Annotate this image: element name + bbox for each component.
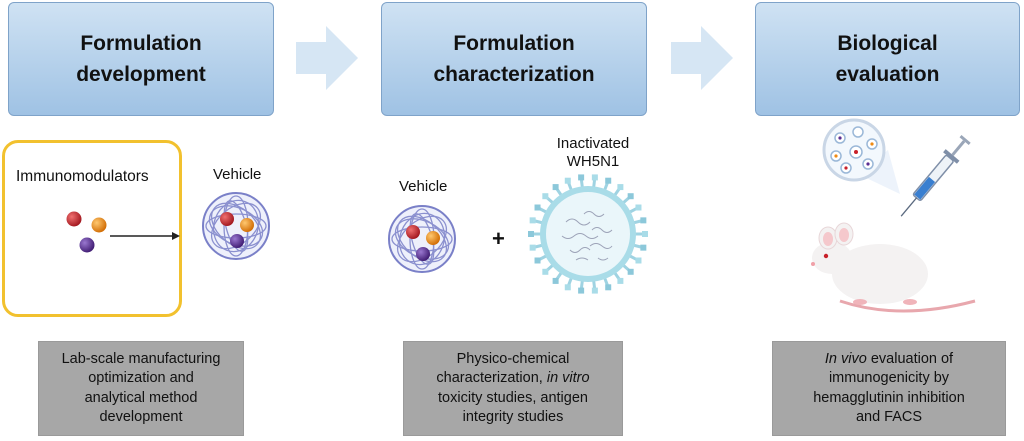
vehicle-label: Vehicle (399, 178, 448, 195)
desc-2-italic: in vitro (546, 370, 590, 386)
virus-spike-cap (578, 287, 585, 294)
virus-spike-cap (605, 284, 612, 291)
virus-spike-cap (591, 287, 598, 294)
desc-1-line: optimization and (88, 370, 194, 386)
desc-3-italic: In vivo (824, 350, 867, 367)
virus-spike-cap (529, 244, 536, 251)
desc-2-text: characterization, (436, 370, 547, 386)
virus-spike-cap (564, 284, 571, 291)
virus-spike-cap (534, 257, 541, 264)
stage-2-line1: Formulation (453, 32, 575, 55)
stage-formulation-characterization: Formulation characterization (381, 2, 647, 116)
mouse-injection-icon (811, 118, 976, 313)
virus-label: Inactivated WH5N1 (548, 135, 638, 171)
cell-magnifier-icon (822, 118, 886, 182)
stage-1-line2: development (76, 63, 206, 86)
description-formulation-characterization: Physico-chemical characterization, in vi… (403, 341, 623, 436)
virus-spike-cap (564, 177, 571, 184)
virus-spike-cap (640, 244, 647, 251)
virus-spike-cap (617, 277, 624, 284)
virus-spike-cap (528, 231, 534, 237)
desc-1-line: Lab-scale manufacturing (61, 350, 221, 367)
virus-spike-cap (552, 277, 559, 284)
virus-spike-cap (627, 268, 634, 275)
mouse-icon (811, 222, 976, 313)
virus-spike-cap (552, 184, 559, 191)
magnifier-beam (858, 150, 900, 194)
virus-label-line1: Inactivated (556, 135, 630, 152)
virus-spike-cap (578, 174, 585, 181)
description-formulation-development: Lab-scale manufacturing optimization and… (38, 341, 244, 436)
desc-1-line: analytical method (84, 389, 198, 406)
nanoparticle-vehicle-icon (388, 205, 456, 273)
virus-label-line2: WH5N1 (566, 153, 620, 170)
desc-3-line: and FACS (855, 409, 923, 425)
desc-2-line: characterization, in vitro (436, 369, 589, 389)
virus-spike-cap (617, 184, 624, 191)
desc-2-line: integrity studies (462, 409, 564, 425)
virus-spike-cap (627, 193, 634, 200)
stage-formulation-development: Formulation development (8, 2, 274, 116)
virus-spike-cap (640, 217, 647, 224)
immunomodulators-label: Immunomodulators (16, 168, 149, 185)
desc-3-text: evaluation of (866, 350, 954, 367)
virus-spike-cap (635, 257, 642, 264)
desc-3-line: hemagglutinin inhibition (813, 389, 965, 406)
flow-arrow-right-icon (671, 26, 733, 90)
plus-sign: + (492, 226, 505, 251)
virus-spike-cap (529, 217, 536, 224)
desc-2-line: Physico-chemical (456, 350, 570, 367)
desc-3-line: In vivo evaluation of (825, 350, 953, 370)
desc-3-line: immunogenicity by (828, 370, 950, 386)
description-biological-evaluation: In vivo evaluation of immunogenicity by … (772, 341, 1006, 436)
virus-spike-cap (542, 193, 549, 200)
stage-biological-evaluation: Biological evaluation (755, 2, 1020, 116)
vehicle-label: Vehicle (213, 166, 262, 183)
desc-1-line: development (99, 409, 183, 425)
desc-2-line: toxicity studies, antigen (438, 389, 588, 406)
nanoparticle-vehicle-icon (202, 192, 270, 260)
stage-1-line1: Formulation (80, 32, 202, 55)
virus-spike-cap (642, 231, 648, 237)
virus-spike-cap (542, 268, 549, 275)
virus-icon (528, 174, 648, 294)
syringe-icon (900, 134, 971, 217)
virus-spike-cap (591, 174, 598, 181)
virus-spike-cap (605, 177, 612, 184)
flow-arrow-right-icon (296, 26, 358, 90)
molecule-icon (66, 211, 180, 253)
immunomodulators-frame (2, 140, 182, 317)
stage-3-line1: Biological (837, 32, 938, 55)
stage-3-line2: evaluation (835, 63, 940, 86)
virus-spike-cap (635, 204, 642, 211)
virus-spike-cap (534, 204, 541, 211)
stage-2-line2: characterization (433, 63, 595, 86)
